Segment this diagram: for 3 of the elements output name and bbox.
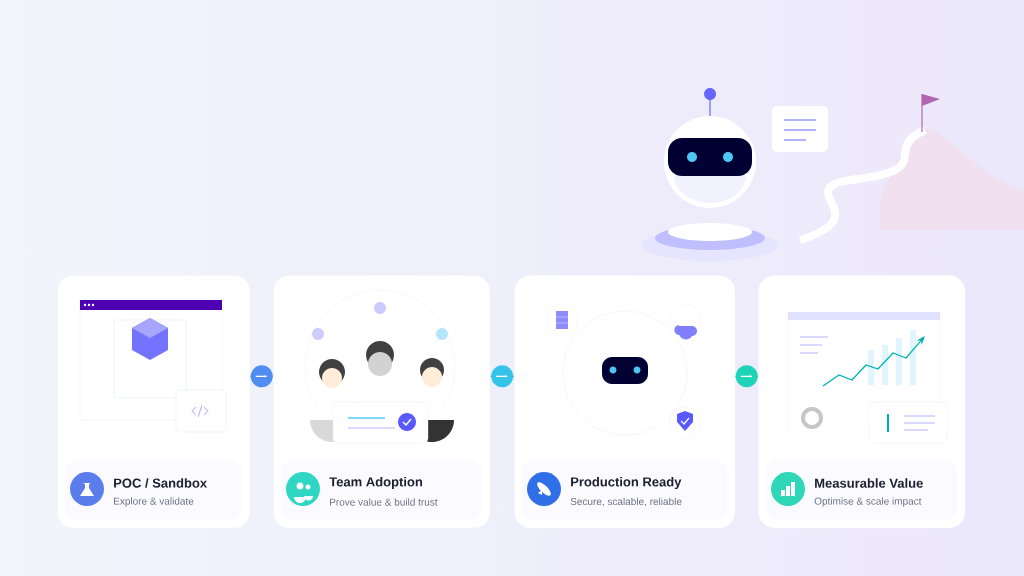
arrow — [489, 365, 515, 388]
arrow — [734, 365, 759, 388]
arrow — [249, 365, 274, 388]
